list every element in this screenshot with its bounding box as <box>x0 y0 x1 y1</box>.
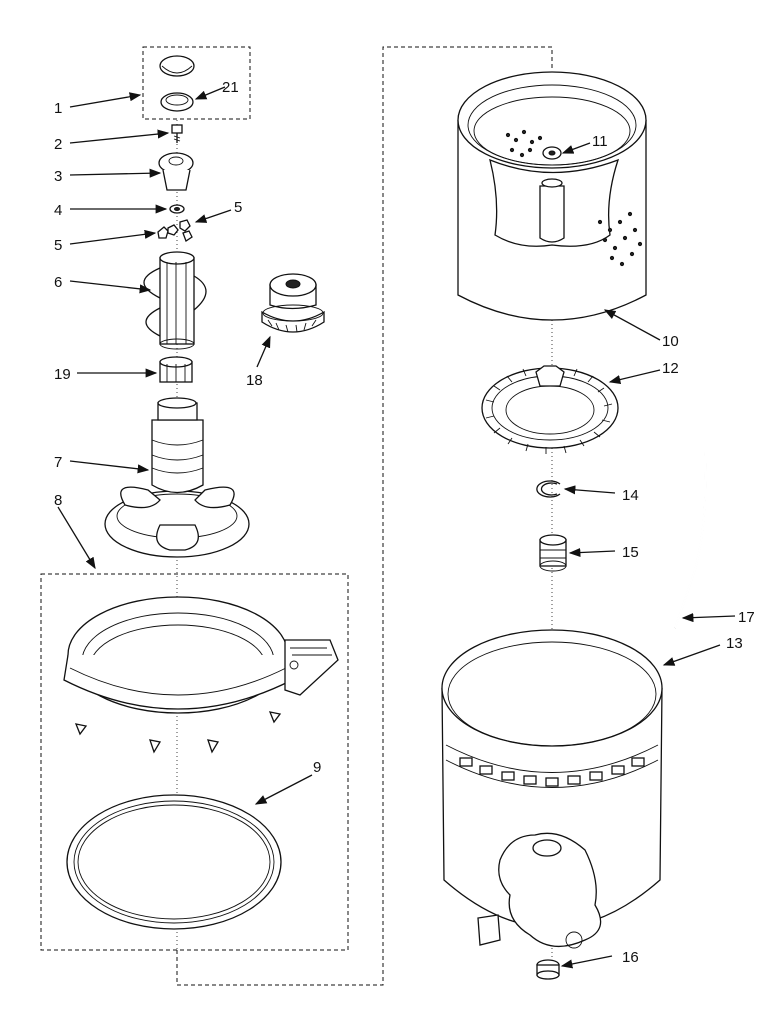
callout-9: 9 <box>313 759 321 776</box>
callout-labels: 1 21 2 3 4 5 5 6 19 18 7 8 9 11 10 12 14… <box>54 79 755 966</box>
callout-14: 14 <box>622 487 639 504</box>
part-4-washer <box>169 204 185 214</box>
leader-lines <box>57 86 736 969</box>
callout-3: 3 <box>54 168 62 185</box>
part-13-outer-tub <box>441 629 663 949</box>
callout-18: 18 <box>246 372 263 389</box>
part-16-nut <box>536 959 560 980</box>
callout-2: 2 <box>54 136 62 153</box>
part-3-agitator-cap <box>158 152 194 191</box>
tub-vents <box>459 757 645 787</box>
part-10-spin-basket <box>457 71 647 321</box>
callout-12: 12 <box>662 360 679 377</box>
part-21-seal <box>160 92 194 112</box>
callout-6: 6 <box>54 274 62 291</box>
callout-15: 15 <box>622 544 639 561</box>
part-17-hose <box>674 451 707 629</box>
callout-10: 10 <box>662 333 679 350</box>
callout-5-right: 5 <box>234 199 242 216</box>
callout-17: 17 <box>738 609 755 626</box>
callout-4: 4 <box>54 202 62 219</box>
callout-16: 16 <box>622 949 639 966</box>
part-6-auger <box>143 251 207 350</box>
part-2-bolt <box>171 124 183 143</box>
callout-5-left: 5 <box>54 237 62 254</box>
part-7-agitator-base <box>104 397 250 558</box>
part-18-coupling <box>261 273 325 333</box>
callout-21: 21 <box>222 79 239 96</box>
shaft-connector-line <box>176 46 553 986</box>
callout-8: 8 <box>54 492 62 509</box>
part-14-retainer <box>536 480 561 498</box>
basket-perforations <box>505 129 643 267</box>
callout-13: 13 <box>726 635 743 652</box>
callout-7: 7 <box>54 454 62 471</box>
part-19-bushing <box>159 356 193 383</box>
callout-11: 11 <box>592 133 608 150</box>
group-box-8-9 <box>40 573 349 951</box>
part-8-tub-ring <box>63 596 339 754</box>
group-box-1-21 <box>142 46 251 120</box>
part-15-clutch <box>539 534 567 572</box>
callout-1: 1 <box>54 100 62 117</box>
part-cap <box>159 55 195 77</box>
part-12-drive-block <box>481 365 619 454</box>
part-11-nut <box>542 146 562 160</box>
callout-19: 19 <box>54 366 71 383</box>
part-5-dogs <box>157 219 193 242</box>
part-9-gasket <box>66 794 282 930</box>
